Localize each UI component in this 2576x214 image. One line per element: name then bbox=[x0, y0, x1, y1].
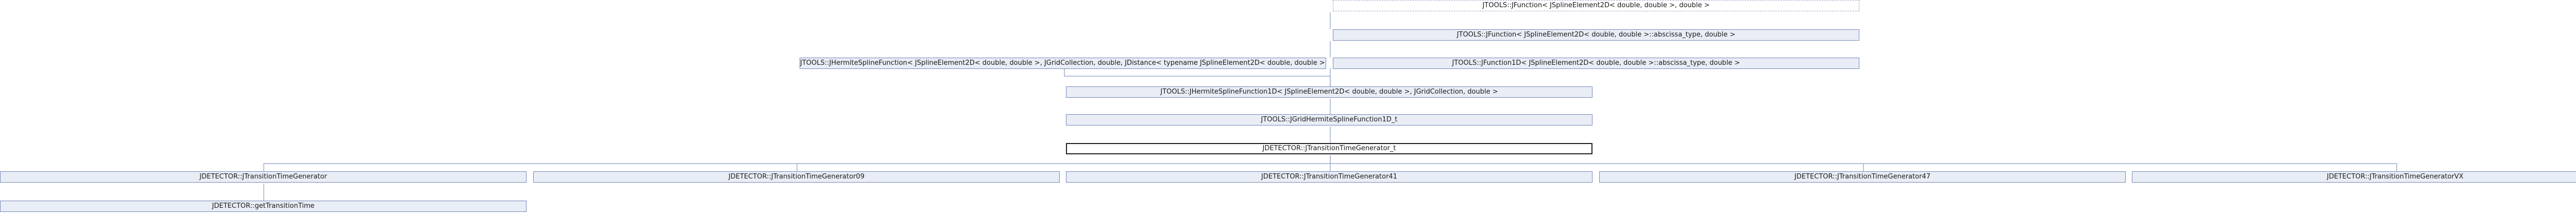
node-function1d[interactable]: JTOOLS::JFunction1D< JSplineElement2D< d… bbox=[1333, 58, 1859, 69]
node-get-transition-time[interactable]: JDETECTOR::getTransitionTime bbox=[0, 201, 527, 212]
node-function-base: JTOOLS::JFunction< JSplineElement2D< dou… bbox=[1333, 0, 1859, 11]
node-generator-41[interactable]: JDETECTOR::JTransitionTimeGenerator41 bbox=[1066, 171, 1592, 183]
node-generator[interactable]: JDETECTOR::JTransitionTimeGenerator bbox=[0, 171, 527, 183]
node-generator-09[interactable]: JDETECTOR::JTransitionTimeGenerator09 bbox=[533, 171, 1060, 183]
node-grid-hermite[interactable]: JTOOLS::JGridHermiteSplineFunction1D_t bbox=[1066, 114, 1592, 126]
node-generator-47[interactable]: JDETECTOR::JTransitionTimeGenerator47 bbox=[1599, 171, 2126, 183]
node-hermite-spline-function[interactable]: JTOOLS::JHermiteSplineFunction< JSplineE… bbox=[800, 58, 1326, 69]
node-generator-vx[interactable]: JDETECTOR::JTransitionTimeGeneratorVX bbox=[2132, 171, 2576, 183]
edge-generator47-to-ttg bbox=[1330, 163, 1864, 171]
node-function-abscissa[interactable]: JTOOLS::JFunction< JSplineElement2D< dou… bbox=[1333, 29, 1859, 41]
edge-generatorvx-to-ttg bbox=[1863, 163, 2397, 171]
node-hermite-spline-function1d[interactable]: JTOOLS::JHermiteSplineFunction1D< JSplin… bbox=[1066, 86, 1592, 98]
node-transition-time-generator-t: JDETECTOR::JTransitionTimeGenerator_t bbox=[1066, 143, 1592, 154]
edge-hermite1d-to-hermite bbox=[1064, 68, 1331, 86]
